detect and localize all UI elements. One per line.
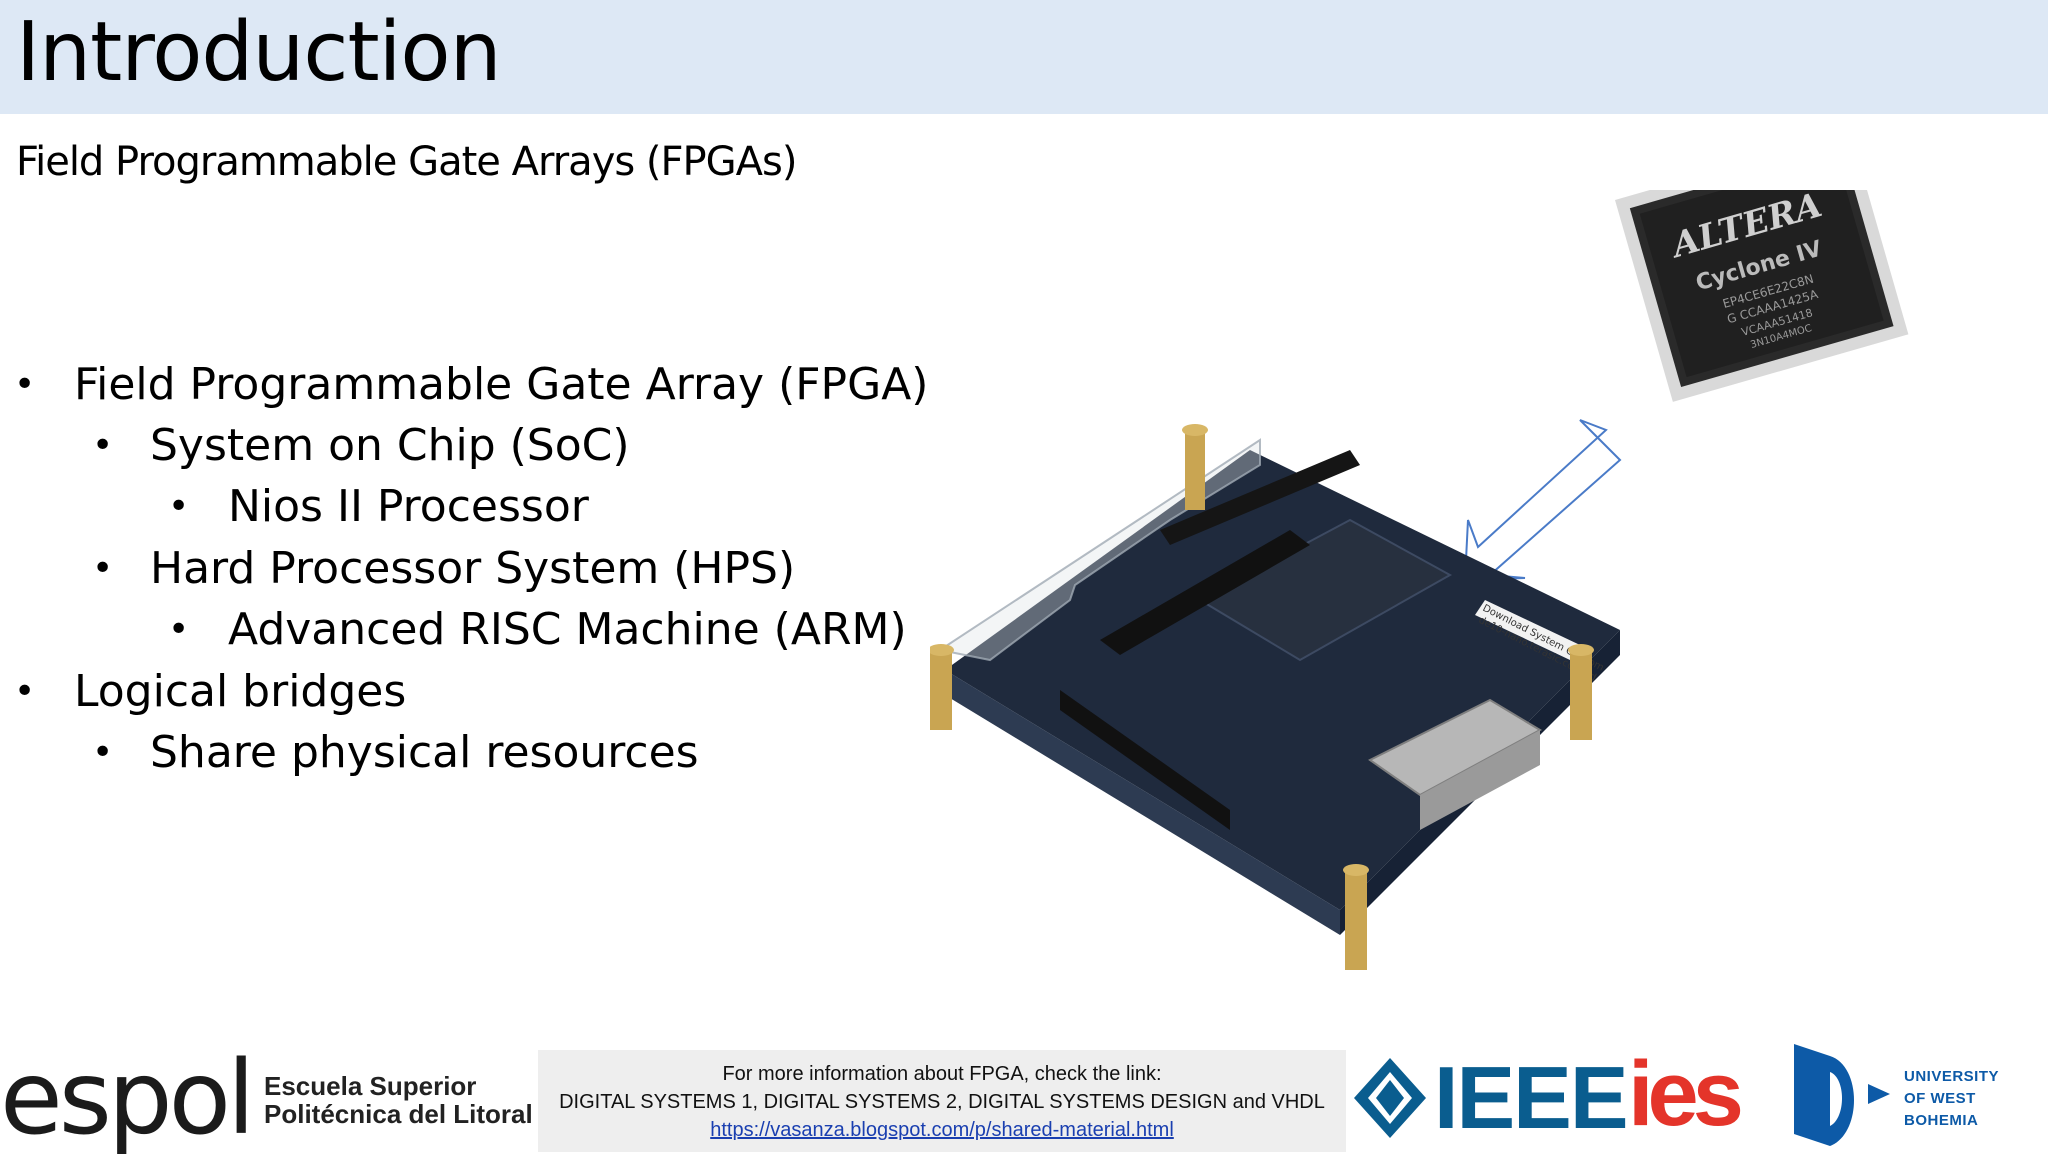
uwb-logo: UNIVERSITY OF WEST BOHEMIA: [1790, 1038, 2048, 1152]
bullet-text: Hard Processor System (HPS): [150, 543, 796, 594]
espol-logo: espol Escuela Superior Politécnica del L…: [0, 1040, 540, 1152]
bullet-text: Advanced RISC Machine (ARM): [228, 604, 907, 655]
bullet-text: Logical bridges: [74, 666, 407, 717]
fpga-board-image: ALTERA Cyclone IV EP4CE6E22C8N G CCAAA14…: [928, 132, 1960, 1020]
info-box: For more information about FPGA, check t…: [538, 1050, 1346, 1152]
espol-subtitle: Escuela Superior Politécnica del Litoral: [264, 1072, 533, 1128]
bullet-dot: •: [168, 609, 190, 650]
bullet-text: Nios II Processor: [228, 481, 589, 532]
espol-line: Escuela Superior: [264, 1071, 477, 1101]
pcb-board: Download System CD from de10-nano.terasi…: [928, 424, 1620, 970]
bullet-dot: •: [92, 425, 114, 466]
fpga-board-illustration: ALTERA Cyclone IV EP4CE6E22C8N G CCAAA14…: [928, 132, 1909, 970]
ieee-text: IEEE: [1434, 1048, 1629, 1147]
info-line: For more information about FPGA, check t…: [722, 1063, 1162, 1085]
uwb-mark-icon: [1794, 1044, 1890, 1146]
bullet-text: System on Chip (SoC): [150, 420, 630, 471]
bullet-text: Share physical resources: [150, 727, 699, 778]
title-bar: Introduction: [0, 0, 2048, 114]
uwb-line: UNIVERSITY: [1904, 1068, 2000, 1085]
bullet-dot: •: [14, 671, 36, 712]
slide-title: Introduction: [16, 5, 502, 100]
bullet-dot: •: [168, 486, 190, 527]
ies-text: ies: [1628, 1043, 1744, 1145]
arrow-icon: [1463, 419, 1622, 582]
bullet-dot: •: [14, 364, 36, 405]
ieee-diamond-icon: [1354, 1058, 1426, 1138]
ies-logo: ies: [1628, 1044, 1778, 1148]
bullet-text: Field Programmable Gate Array (FPGA): [74, 359, 929, 410]
uwb-text: UNIVERSITY OF WEST BOHEMIA: [1904, 1066, 2048, 1132]
info-link[interactable]: https://vasanza.blogspot.com/p/shared-ma…: [710, 1119, 1174, 1141]
fpga-chip: ALTERA Cyclone IV EP4CE6E22C8N G CCAAA14…: [1615, 132, 1909, 402]
espol-line: Politécnica del Litoral: [264, 1099, 533, 1129]
info-line: DIGITAL SYSTEMS 1, DIGITAL SYSTEMS 2, DI…: [559, 1091, 1325, 1113]
espol-wordmark: espol: [0, 1039, 255, 1158]
ieee-logo: IEEE: [1350, 1050, 1629, 1146]
bullet-dot: •: [92, 732, 114, 773]
slide-subtitle: Field Programmable Gate Arrays (FPGAs): [16, 139, 797, 185]
bullet-dot: •: [92, 548, 114, 589]
uwb-line: OF WEST BOHEMIA: [1904, 1090, 1979, 1129]
